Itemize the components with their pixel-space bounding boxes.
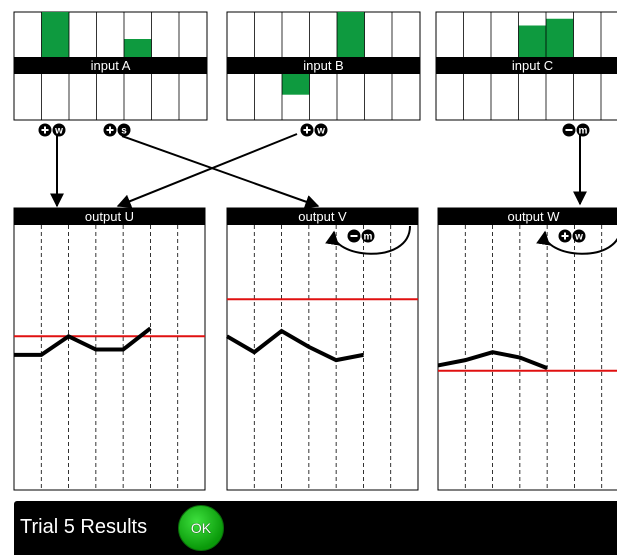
input-panel[interactable]: input A: [13, 11, 208, 121]
input-level-cell[interactable]: [546, 18, 574, 57]
input-panel[interactable]: input B: [226, 11, 421, 121]
w-circle-icon: w: [52, 123, 66, 137]
plus-circle-icon: [103, 123, 117, 137]
output-panel: output W w: [437, 207, 617, 491]
output-label: output V: [298, 209, 347, 224]
output-label-bar: [14, 208, 205, 225]
input-label-bar: [227, 57, 420, 74]
ok-button[interactable]: OK: [178, 505, 224, 551]
connection-link[interactable]: w: [38, 123, 66, 208]
input-panel[interactable]: input C: [435, 11, 617, 121]
output-label-bar: [438, 208, 617, 225]
input-level-cell[interactable]: [124, 39, 152, 57]
letter-glyph: w: [574, 232, 583, 243]
output-trace: [437, 350, 548, 370]
letter-glyph: w: [54, 126, 63, 137]
input-label: input C: [512, 58, 553, 73]
input-label-bar: [436, 57, 617, 74]
output-panel: output U: [13, 207, 206, 491]
m-circle-icon: m: [361, 229, 375, 243]
minus-circle-icon: [562, 123, 576, 137]
plus-circle-icon: [38, 123, 52, 137]
input-level-cell[interactable]: [518, 25, 547, 58]
ok-button-label: OK: [190, 520, 212, 536]
output-panel-frame: [437, 207, 617, 491]
w-circle-icon: w: [314, 123, 328, 137]
m-circle-icon: m: [576, 123, 590, 137]
output-label: output U: [85, 209, 134, 224]
s-circle-icon: s: [117, 123, 131, 137]
w-circle-icon: w: [572, 229, 586, 243]
output-panel: output V m: [225, 207, 419, 491]
input-level-cell[interactable]: [41, 12, 70, 57]
input-level-cell[interactable]: [282, 74, 310, 95]
results-bar: Trial 5 Results OK: [14, 501, 617, 555]
connection-link[interactable]: m: [562, 123, 590, 206]
minus-circle-icon: [347, 229, 361, 243]
self-loop-arrow: [325, 225, 411, 255]
results-title: Trial 5 Results: [20, 516, 148, 538]
connection-link[interactable]: w: [116, 123, 328, 208]
letter-glyph: w: [316, 126, 325, 137]
output-trace: [14, 326, 152, 357]
connection-arrow: [116, 133, 298, 208]
letter-glyph: m: [579, 126, 588, 137]
input-label: input A: [91, 58, 131, 73]
letter-glyph: m: [364, 232, 373, 243]
output-label: output W: [507, 209, 560, 224]
letter-glyph: s: [121, 126, 127, 137]
output-trace: [225, 328, 364, 363]
plus-circle-icon: [300, 123, 314, 137]
input-label-bar: [14, 57, 207, 74]
input-label: input B: [303, 58, 343, 73]
plus-circle-icon: [558, 229, 572, 243]
self-loop-arrow: [536, 230, 617, 255]
connection-link[interactable]: s: [103, 123, 320, 209]
output-label-bar: [227, 208, 418, 225]
input-level-cell[interactable]: [337, 12, 365, 57]
connection-arrow: [121, 135, 320, 209]
